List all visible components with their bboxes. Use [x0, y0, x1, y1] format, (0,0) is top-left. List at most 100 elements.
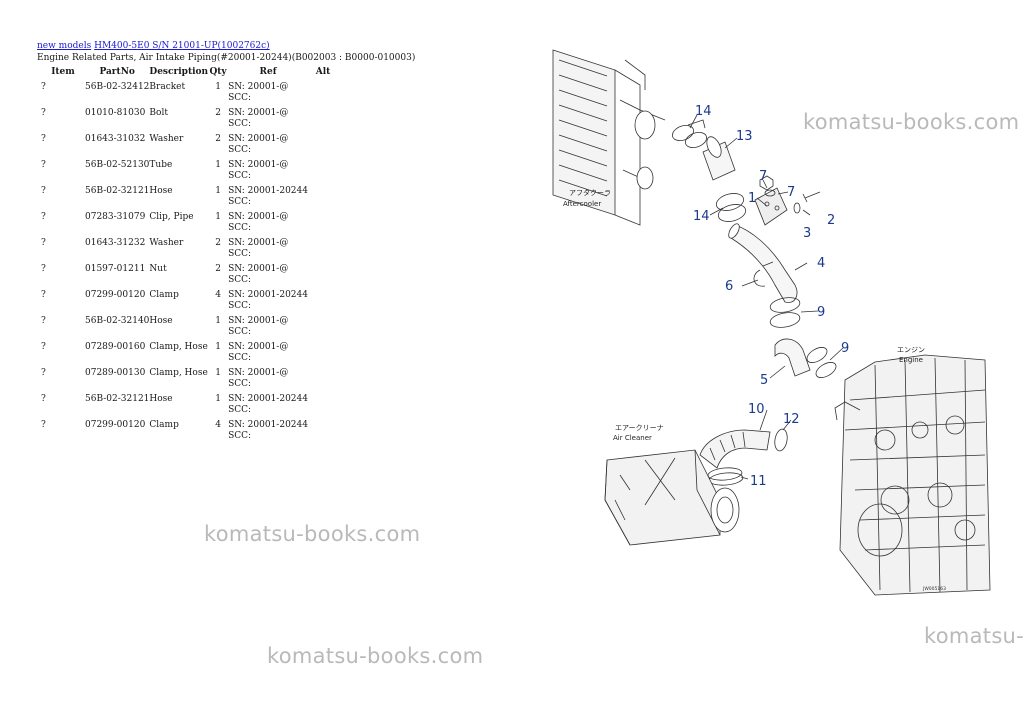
ref-serial: SN: 20001-@: [228, 134, 289, 144]
header-description: Description: [149, 67, 209, 77]
ref-scc: SCC:: [228, 93, 252, 103]
ref-serial: SN: 20001-@: [228, 160, 289, 170]
cell-description: Tube: [149, 160, 173, 170]
cell-item: ?: [41, 342, 46, 352]
cell-qty: 1: [215, 160, 221, 170]
ref-serial: SN: 20001-@: [228, 212, 289, 222]
cell-ref: SN: 20001-@SCC:: [228, 131, 308, 157]
cell-description: Clamp: [149, 290, 179, 300]
header-ref: Ref: [259, 67, 277, 77]
breadcrumb-model-link[interactable]: HM400-5E0 S/N 21001-UP(1002762c): [94, 41, 270, 51]
cell-description: Hose: [149, 186, 173, 196]
cell-alt: [308, 105, 338, 131]
cell-qty: 4: [215, 290, 221, 300]
aftercooler-jp-label: アフタクーラ: [569, 188, 611, 197]
callout-3: 3: [803, 226, 811, 241]
header-item: Item: [51, 67, 75, 77]
cell-part-no: 01010-81030: [85, 108, 146, 118]
callout-2: 2: [827, 213, 835, 228]
cell-description: Hose: [149, 316, 173, 326]
callout-1: 1: [748, 191, 756, 206]
cell-alt: [308, 209, 338, 235]
cell-qty: 1: [215, 82, 221, 92]
ref-scc: SCC:: [228, 379, 252, 389]
watermark-bottom: komatsu-books.com: [267, 644, 484, 668]
watermark-bottom-right: komatsu-: [924, 624, 1024, 648]
cell-part-no: 01643-31232: [85, 238, 146, 248]
cell-item: ?: [41, 316, 46, 326]
callout-6: 6: [725, 279, 733, 294]
ref-scc: SCC:: [228, 223, 252, 233]
cell-qty: 2: [215, 264, 221, 274]
cell-ref: SN: 20001-@SCC:: [228, 339, 308, 365]
cell-alt: [308, 365, 338, 391]
cell-qty: 2: [215, 238, 221, 248]
aftercooler-en-label: Aftercooler: [563, 200, 601, 208]
cell-qty: 1: [215, 342, 221, 352]
cell-part-no: 56B-02-32121: [85, 186, 150, 196]
engine-en-label: Engine: [899, 356, 923, 364]
ref-scc: SCC:: [228, 197, 252, 207]
cell-qty: 1: [215, 316, 221, 326]
ref-serial: SN: 20001-@: [228, 264, 289, 274]
ref-serial: SN: 20001-@: [228, 316, 289, 326]
parts-table: Item PartNo Description Qty Ref Alt ? 56B…: [37, 66, 338, 443]
callout-9-lower: 9: [841, 341, 849, 356]
ref-scc: SCC:: [228, 249, 252, 259]
cell-description: Nut: [149, 264, 167, 274]
cell-ref: SN: 20001-@SCC:: [228, 79, 308, 105]
cell-item: ?: [41, 134, 46, 144]
cell-item: ?: [41, 420, 46, 430]
cell-alt: [308, 79, 338, 105]
cell-item: ?: [41, 82, 46, 92]
ref-serial: SN: 20001-@: [228, 342, 289, 352]
ref-serial: SN: 20001-20244: [228, 290, 308, 300]
callout-7: 7: [787, 185, 795, 200]
cell-description: Clamp: [149, 420, 179, 430]
ref-serial: SN: 20001-@: [228, 238, 289, 248]
ref-scc: SCC:: [228, 275, 252, 285]
watermark-top-right: komatsu-books.com: [803, 110, 1020, 134]
cell-alt: [308, 391, 338, 417]
cell-alt: [308, 157, 338, 183]
ref-scc: SCC:: [228, 327, 252, 337]
cell-part-no: 07289-00160: [85, 342, 146, 352]
cell-qty: 2: [215, 108, 221, 118]
ref-serial: SN: 20001-@: [228, 368, 289, 378]
table-header-row: Item PartNo Description Qty Ref Alt: [37, 66, 338, 79]
cell-item: ?: [41, 368, 46, 378]
drawing-code: JW005163: [922, 586, 946, 592]
air-cleaner-jp-label: エアークリーナ: [615, 424, 664, 432]
callout-4: 4: [817, 256, 825, 271]
parts-diagram: 14 13 14 1 7 7 2 3 4 6 9 9 5 10 12 11 アフ…: [552, 49, 991, 596]
callout-8: 7: [759, 169, 767, 184]
breadcrumb-new-models-link[interactable]: new models: [37, 41, 92, 51]
ref-serial: SN: 20001-20244: [228, 420, 308, 430]
cell-part-no: 01643-31032: [85, 134, 146, 144]
cell-description: Bolt: [149, 108, 168, 118]
cell-item: ?: [41, 290, 46, 300]
ref-scc: SCC:: [228, 171, 252, 181]
cell-description: Clamp, Hose: [149, 342, 208, 352]
cell-part-no: 07299-00120: [85, 290, 146, 300]
header-alt: Alt: [315, 67, 331, 77]
cell-qty: 1: [215, 186, 221, 196]
cell-ref: SN: 20001-@SCC:: [228, 235, 308, 261]
ref-scc: SCC:: [228, 119, 252, 129]
cell-part-no: 07299-00120: [85, 420, 146, 430]
cell-ref: SN: 20001-@SCC:: [228, 105, 308, 131]
ref-scc: SCC:: [228, 145, 252, 155]
callout-5: 5: [760, 373, 768, 388]
cell-part-no: 01597-01211: [85, 264, 146, 274]
engine-jp-label: エンジン: [897, 346, 925, 354]
